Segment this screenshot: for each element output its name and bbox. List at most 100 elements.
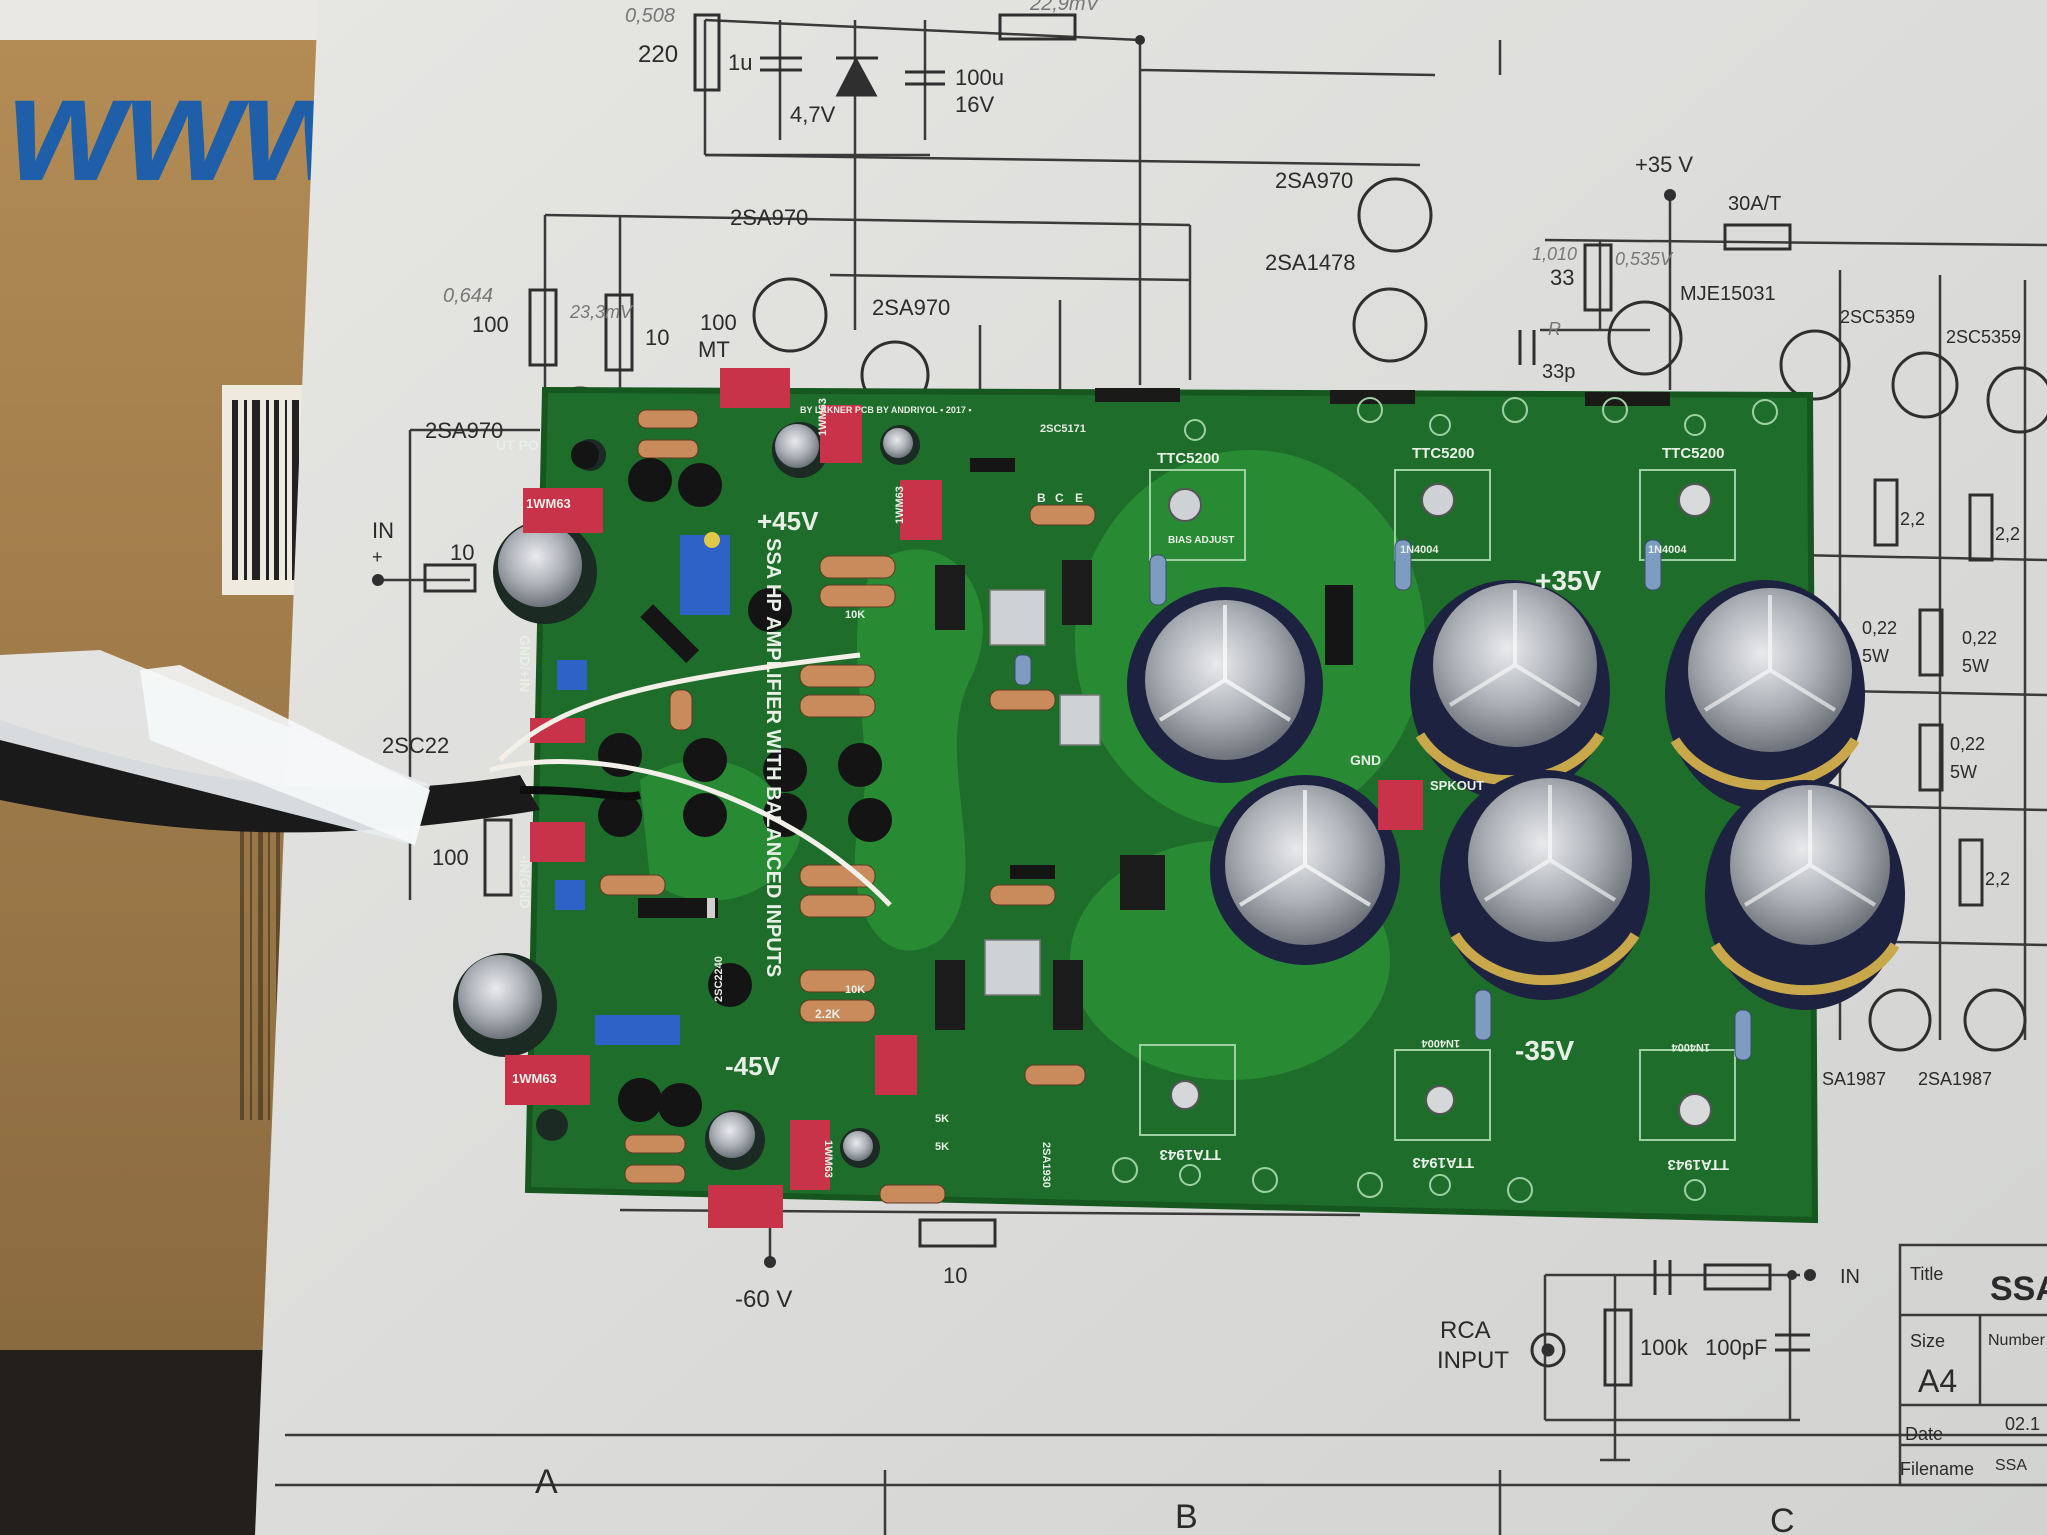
zone-a: A <box>535 1463 558 1501</box>
ttc5200-footprint <box>1394 469 1491 561</box>
titleblock-filename: Filename <box>1900 1459 1974 1479</box>
label-r10-in: 10 <box>450 540 474 565</box>
silk-spkout: SPKOUT <box>1430 778 1484 793</box>
transistor-symbol <box>1891 351 1959 419</box>
silk-2sc5171: 2SC5171 <box>1040 423 1086 435</box>
silk-bias-adjust: BIAS ADJUST <box>1168 535 1234 546</box>
silk-r5k: 5K <box>935 1141 949 1153</box>
filter-capacitor <box>1665 580 1865 810</box>
silk-diode: 1N4004 <box>1400 544 1439 556</box>
silk-board-credit: BY LAKNER PCB BY ANDRIYOL • 2017 • <box>800 405 972 415</box>
label-fuse: 30A/T <box>1728 193 1781 215</box>
resistor-symbol <box>1918 608 1944 677</box>
label-r022-a: 0,22 <box>1862 618 1897 638</box>
resistor-symbol <box>1918 723 1944 792</box>
silk-rail-p45: +45V <box>757 506 819 536</box>
label-r10-bottom: 10 <box>943 1263 967 1288</box>
resistor-symbol <box>998 13 1077 41</box>
resistor-symbol <box>483 818 513 897</box>
label-sa1987: SA1987 <box>1822 1069 1886 1089</box>
silk-rail-p35: +35V <box>1535 565 1601 596</box>
resistor-symbol <box>528 288 558 367</box>
silk-diode: 1N4004 <box>1648 544 1687 556</box>
rca-jack-symbol <box>1530 1332 1566 1368</box>
board-edge-tabs <box>1095 388 1670 406</box>
fuse-symbol <box>1723 223 1792 251</box>
zener-diode-symbol <box>835 56 878 97</box>
label-r5w-c: 5W <box>1950 762 1977 782</box>
resistor-symbol <box>1703 1263 1772 1291</box>
silk-tta1943: TTA1943 <box>1668 1156 1729 1173</box>
label-c100pf: 100pF <box>1705 1335 1767 1360</box>
transistor-symbol <box>1607 300 1683 376</box>
silk-tta1943: TTA1943 <box>1160 1146 1221 1163</box>
titleblock-a4: A4 <box>1918 1363 1957 1399</box>
resistor-symbol <box>1583 243 1613 312</box>
resistor-symbol <box>423 563 477 593</box>
label-r22-c: 2,2 <box>1985 869 2010 889</box>
label-supply-pos: +35 V <box>1635 152 1693 177</box>
label-r33: 33 <box>1550 265 1574 290</box>
drawing-frame <box>275 1243 2047 1535</box>
silk-output-tag: UT PO <box>496 437 539 453</box>
resistor-symbol <box>604 293 634 372</box>
ttc5200-footprint <box>1639 469 1736 561</box>
silk-2sc2240: 2SC2240 <box>713 956 725 1002</box>
trimmer-potentiometers <box>555 532 730 1045</box>
label-r100-left: 100 <box>472 312 509 337</box>
silk-in-gnd: -IN/GND <box>517 855 533 909</box>
label-2sc22: 2SC22 <box>382 733 449 758</box>
silk-part-value: 1WM63 <box>526 496 571 511</box>
label-mje15031: MJE15031 <box>1680 283 1776 305</box>
silk-part-value: 1WM63 <box>822 1140 834 1178</box>
filter-capacitor <box>1410 580 1610 800</box>
silk-pin-label: C <box>1055 491 1064 505</box>
label-2sc5359-a: 2SC5359 <box>1840 307 1915 327</box>
transistor-symbol <box>1868 988 1932 1052</box>
pencil-note: 23,3mV <box>569 302 634 322</box>
zone-b: B <box>1175 1498 1198 1535</box>
pencil-note: 0,644 <box>443 285 493 307</box>
tta1943-footprint <box>1639 1049 1736 1141</box>
mounting-screws <box>1168 483 1712 1127</box>
label-supply-neg: -60 V <box>735 1286 792 1313</box>
tta1943-footprint <box>1139 1044 1236 1136</box>
silk-ttc5200: TTC5200 <box>1157 450 1220 467</box>
transistor-symbol <box>1357 177 1433 253</box>
label-plus: + <box>372 547 383 567</box>
label-in-right: IN <box>1840 1266 1860 1288</box>
silk-rail-n45: -45V <box>725 1051 781 1081</box>
resistor-symbol <box>693 13 721 92</box>
pencil-note: 0,535V <box>1615 249 1674 269</box>
filter-capacitor <box>1127 587 1323 783</box>
resistor-symbol <box>1603 1308 1633 1387</box>
transistor-symbol <box>1963 988 2027 1052</box>
resistor-symbol <box>1968 493 1994 562</box>
silk-rail-n35: -35V <box>1515 1035 1574 1066</box>
white-wire <box>498 652 861 762</box>
label-mt: MT <box>698 337 730 362</box>
silk-pin-label: E <box>1075 491 1083 505</box>
silk-2sa1930: 2SA1930 <box>1040 1142 1052 1188</box>
label-r22-a: 2,2 <box>1900 509 1925 529</box>
resistor-symbol <box>1958 838 1984 907</box>
resistor-symbol <box>1873 478 1899 547</box>
silk-r10k: 10K <box>845 609 865 621</box>
pencil-note: 22,9mV <box>1029 0 1101 15</box>
blue-resistors <box>1014 539 1752 1061</box>
pcb-board: +45V -45V +35V -35V TTC5200 TTC5200 TTC5… <box>453 368 1905 1228</box>
silk-r10k: 10K <box>845 984 865 996</box>
resistor-symbol <box>918 1218 997 1248</box>
zone-c: C <box>1770 1502 1795 1535</box>
resistors <box>599 409 1096 1204</box>
filter-capacitor <box>1210 775 1400 965</box>
ttc5200-footprint <box>1149 469 1246 561</box>
driver-transistors <box>935 560 1165 1030</box>
label-2sa970-top-right: 2SA970 <box>1275 168 1353 193</box>
silk-gnd: GND <box>1350 752 1381 768</box>
small-electrolytic-caps <box>453 422 920 1170</box>
transistor-symbol <box>752 277 828 353</box>
label-2sa1478: 2SA1478 <box>1265 250 1356 275</box>
barcode-strip <box>240 820 280 1120</box>
